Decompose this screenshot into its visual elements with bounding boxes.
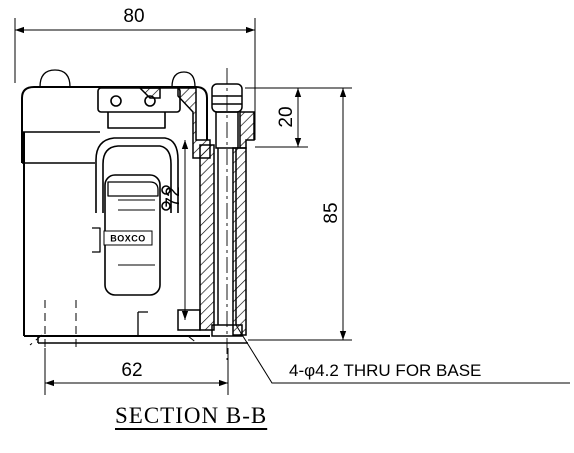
box-body (21, 69, 248, 344)
hole-note: 4-φ4.2 THRU FOR BASE (289, 361, 481, 380)
section-walls (138, 87, 255, 336)
latch-assembly (92, 87, 181, 336)
svg-text:BOXCO: BOXCO (110, 234, 146, 244)
hidden-lines (29, 300, 199, 350)
boxco-logo: BOXCO (103, 230, 153, 246)
dim-cap-height: 20 (276, 106, 297, 127)
section-title: SECTION B-B (115, 403, 268, 428)
bolt-post (211, 68, 243, 360)
dimension-lines (15, 26, 347, 387)
dim-base-width: 62 (121, 360, 142, 381)
dim-overall-height: 85 (321, 202, 342, 223)
note-leader (235, 324, 570, 384)
dim-inner-height: 72 (163, 186, 184, 207)
dim-top-width: 80 (123, 6, 144, 27)
